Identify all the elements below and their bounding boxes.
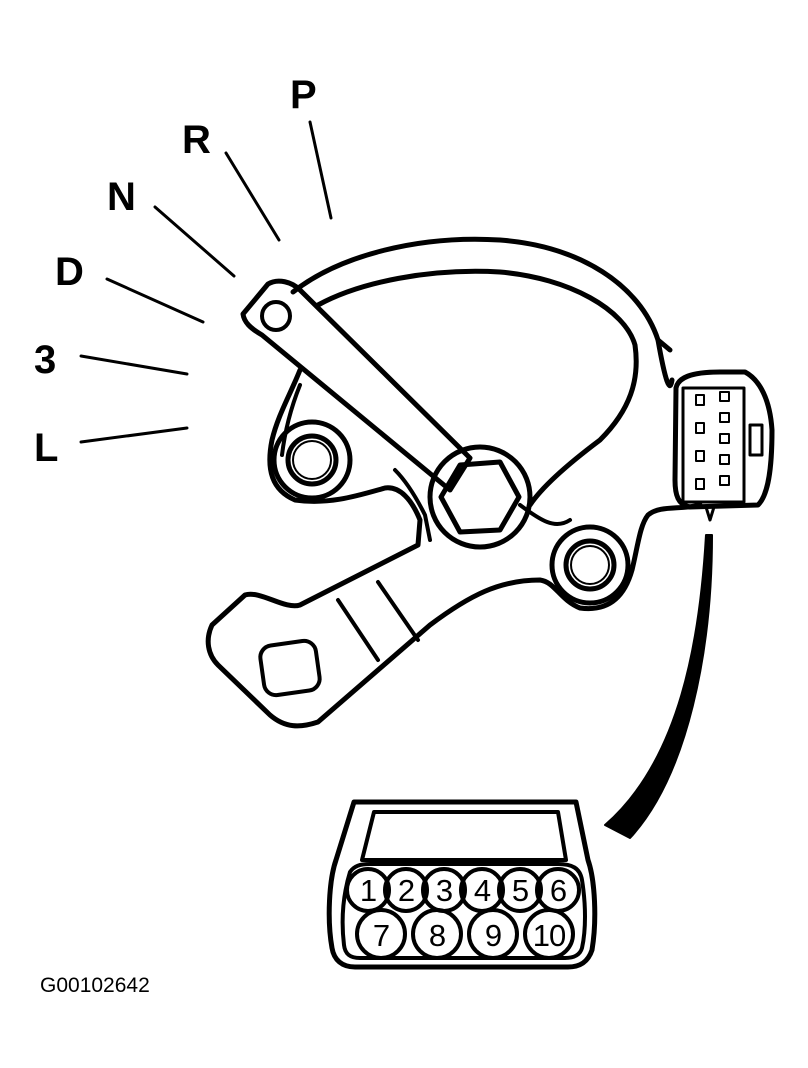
shaft-boss bbox=[427, 444, 533, 550]
pin-slot bbox=[719, 475, 730, 486]
pin-circle-1 bbox=[345, 867, 391, 913]
mounting-bolts bbox=[271, 419, 631, 606]
bolt-boss-right bbox=[549, 524, 631, 606]
pin-circle-9 bbox=[467, 908, 519, 960]
pin-circle-10 bbox=[523, 908, 575, 960]
housing-right-edge bbox=[655, 337, 675, 389]
leader-line-3 bbox=[79, 354, 189, 376]
lever-arm bbox=[240, 278, 473, 493]
pin-number-9: 9 bbox=[485, 918, 501, 953]
gear-label-3: 3 bbox=[34, 338, 56, 382]
pin-circle-7 bbox=[355, 908, 407, 960]
switch-connector-latch bbox=[748, 423, 764, 457]
pin-slot bbox=[695, 450, 705, 462]
pin-slot bbox=[719, 454, 730, 465]
gear-labels: P R N D 3 L bbox=[34, 73, 317, 470]
switch-connector-tab bbox=[704, 505, 716, 522]
leader-line-n bbox=[153, 205, 236, 278]
switch-connector-pin-slots bbox=[695, 391, 730, 490]
pin-slot bbox=[695, 422, 705, 434]
mounting-plate-inner bbox=[280, 383, 572, 542]
connector-face-outer bbox=[326, 799, 598, 970]
pin-number-7: 7 bbox=[373, 918, 389, 953]
pin-number-4: 4 bbox=[474, 873, 491, 908]
gear-label-p: P bbox=[290, 73, 317, 117]
pin-circle-2 bbox=[383, 867, 429, 913]
shaft-hex-nut bbox=[438, 459, 522, 535]
switch-connector-housing bbox=[672, 369, 775, 510]
pin-number-10: 10 bbox=[533, 918, 566, 953]
pin-number-6: 6 bbox=[550, 873, 566, 908]
leader-line-r bbox=[224, 151, 281, 242]
bolt-boss-left bbox=[271, 419, 353, 501]
pin-circle-5 bbox=[497, 867, 543, 913]
gear-label-d: D bbox=[55, 250, 84, 294]
pin-slot bbox=[719, 391, 730, 402]
pin-slot bbox=[719, 412, 730, 423]
housing-outer-arc bbox=[290, 236, 673, 353]
bolt-washer-left bbox=[292, 440, 332, 480]
connector-face-inner bbox=[340, 862, 587, 960]
gear-label-r: R bbox=[182, 118, 211, 162]
figure-id: G00102642 bbox=[40, 974, 150, 997]
bolt-washer-right bbox=[570, 545, 610, 585]
pin-row-bottom: 7 8 9 10 bbox=[355, 908, 575, 960]
leader-line-p bbox=[308, 120, 333, 220]
pin-slot bbox=[695, 478, 705, 490]
leader-line-l bbox=[79, 426, 189, 444]
detent-line-1 bbox=[336, 598, 380, 662]
switch-body bbox=[205, 236, 703, 729]
callout-pointer bbox=[604, 534, 713, 839]
manual-lever bbox=[240, 278, 533, 550]
pin-number-8: 8 bbox=[429, 918, 445, 953]
square-cutout bbox=[258, 638, 322, 698]
gear-label-l: L bbox=[34, 426, 58, 470]
pin-number-3: 3 bbox=[436, 873, 452, 908]
pin-number-1: 1 bbox=[360, 873, 376, 908]
switch-connector bbox=[672, 369, 775, 522]
pin-circle-8 bbox=[411, 908, 463, 960]
gear-label-n: N bbox=[107, 175, 136, 219]
gear-leader-lines bbox=[79, 120, 333, 444]
pin-slot bbox=[719, 433, 730, 444]
switch-connector-inner bbox=[681, 386, 746, 504]
pin-number-2: 2 bbox=[398, 873, 414, 908]
pin-slot bbox=[695, 394, 705, 406]
leader-line-d bbox=[105, 277, 205, 324]
connector-face-view: 1 2 3 4 5 6 7 8 9 10 bbox=[326, 799, 598, 970]
detent-line-2 bbox=[376, 580, 420, 642]
bolt-head-left bbox=[285, 433, 339, 487]
bolt-head-right bbox=[563, 538, 617, 592]
mounting-plate-outline bbox=[205, 367, 703, 729]
pin-number-5: 5 bbox=[512, 873, 528, 908]
lever-pivot-hole bbox=[260, 300, 292, 332]
connector-face-inner-top bbox=[360, 810, 568, 862]
housing-inner-arc bbox=[315, 268, 639, 508]
pin-row-top: 1 2 3 4 5 6 bbox=[345, 867, 581, 913]
